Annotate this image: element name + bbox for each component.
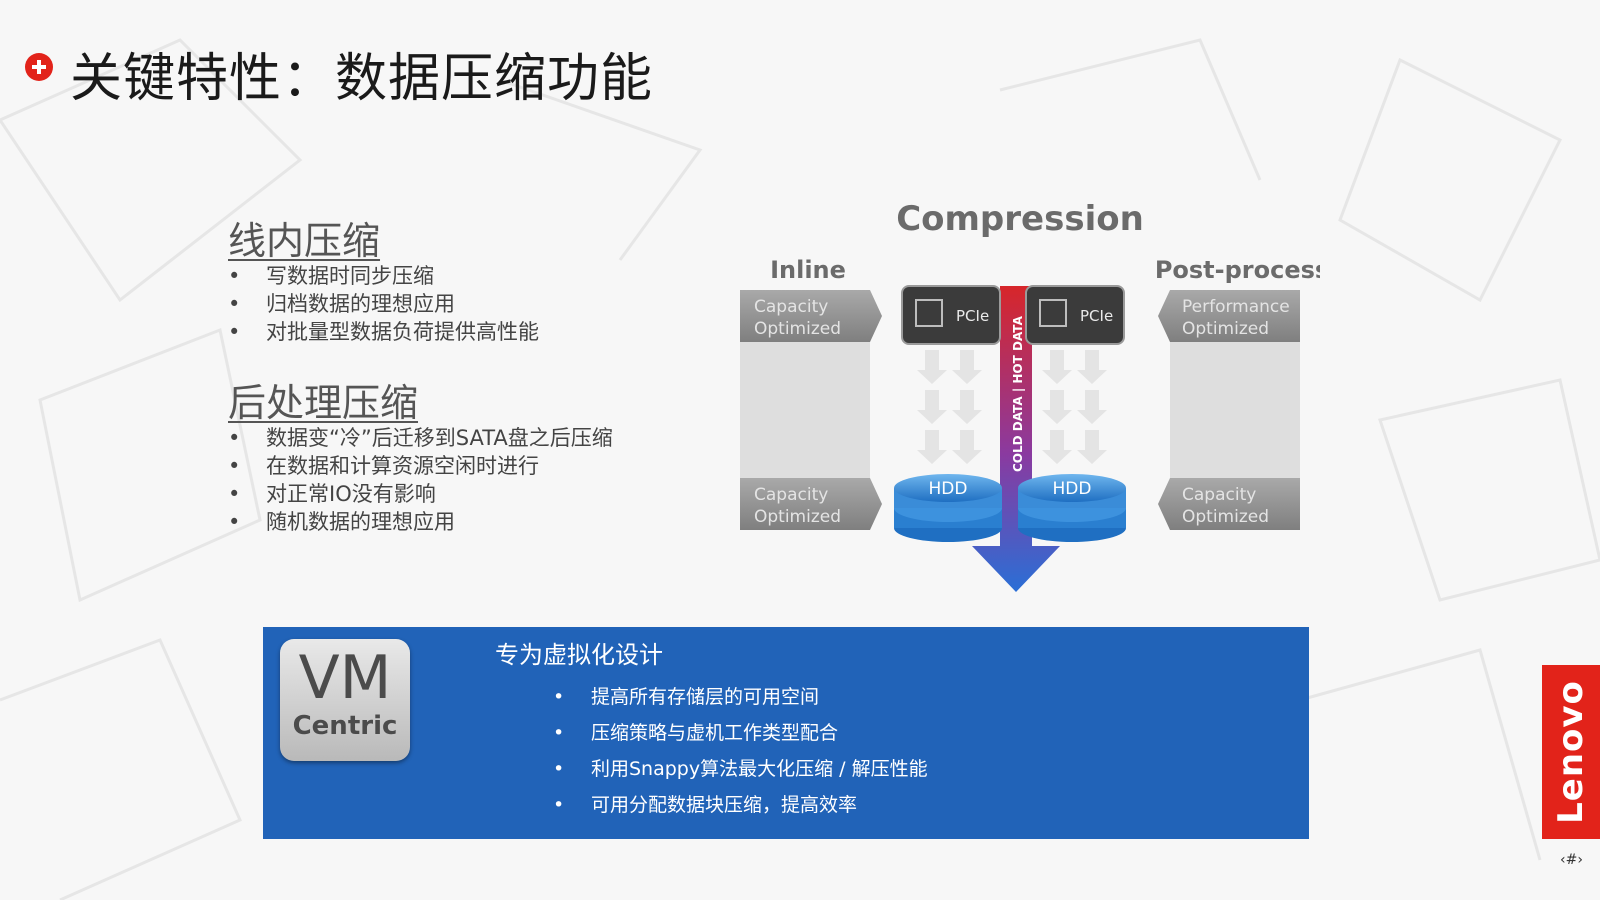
list-item: 随机数据的理想应用: [228, 508, 613, 536]
diagram-title: Compression: [896, 199, 1144, 239]
list-item: 数据变“冷”后迁移到SATA盘之后压缩: [228, 424, 613, 452]
vm-bullet-list: 提高所有存储层的可用空间 压缩策略与虚机工作类型配合 利用Snappy算法最大化…: [553, 679, 928, 823]
vm-centric-panel: VM Centric 专为虚拟化设计 提高所有存储层的可用空间 压缩策略与虚机工…: [263, 627, 1309, 839]
list-item: 对正常IO没有影响: [228, 480, 613, 508]
pcie-chip-right-label: PCIe: [1080, 307, 1113, 325]
list-item: 归档数据的理想应用: [228, 290, 539, 318]
list-item: 压缩策略与虚机工作类型配合: [553, 715, 928, 751]
compression-diagram: Compression Inline Post-process Capacity…: [740, 199, 1320, 592]
list-item: 提高所有存储层的可用空间: [553, 679, 928, 715]
list-item: 写数据时同步压缩: [228, 262, 539, 290]
post-process-label: Post-process: [1155, 256, 1320, 284]
hot-cold-arrow: [972, 286, 1060, 592]
vm-badge-title: VM: [298, 643, 392, 713]
post-process-heading: 后处理压缩: [228, 381, 419, 425]
inline-bottom-box-line1: Capacity: [754, 485, 828, 505]
vm-badge-subtitle: Centric: [292, 711, 398, 741]
inline-top-box-line2: Optimized: [754, 319, 841, 339]
list-item: 利用Snappy算法最大化压缩 / 解压性能: [553, 751, 928, 787]
post-top-box-line1: Performance: [1182, 297, 1290, 317]
list-item: 在数据和计算资源空闲时进行: [228, 452, 613, 480]
post-bottom-box-line1: Capacity: [1182, 485, 1256, 505]
hdd-stack-right: [1018, 474, 1126, 542]
post-process-bullet-list: 数据变“冷”后迁移到SATA盘之后压缩 在数据和计算资源空闲时进行 对正常IO没…: [228, 424, 613, 536]
brand-name: Lenovo: [1551, 680, 1591, 824]
lenovo-logo: Lenovo: [1542, 665, 1600, 839]
axis-label: COLD DATA | HOT DATA: [1011, 315, 1025, 472]
hdd-stack-left: [894, 474, 1002, 542]
inline-label: Inline: [770, 256, 846, 284]
inline-bottom-box: [740, 478, 882, 530]
hdd-left-label: HDD: [929, 479, 968, 499]
vm-panel-title: 专为虚拟化设计: [495, 641, 663, 669]
post-top-box-line2: Optimized: [1182, 319, 1269, 339]
list-item: 对批量型数据负荷提供高性能: [228, 318, 539, 346]
post-bottom-box: [1158, 478, 1300, 530]
inline-heading: 线内压缩: [228, 219, 381, 263]
flow-arrows: [917, 350, 1107, 464]
page-number: ‹#›: [1560, 852, 1583, 868]
inline-top-box: [740, 290, 882, 342]
inline-bullet-list: 写数据时同步压缩 归档数据的理想应用 对批量型数据负荷提供高性能: [228, 262, 539, 346]
inline-top-box-line1: Capacity: [754, 297, 828, 317]
page-title: 关键特性：数据压缩功能: [70, 49, 654, 109]
title-bullet-icon: [25, 53, 53, 81]
chip-icon: [1039, 299, 1067, 327]
inline-bottom-box-line2: Optimized: [754, 507, 841, 527]
list-item: 可用分配数据块压缩，提高效率: [553, 787, 928, 823]
chip-icon: [915, 299, 943, 327]
vm-centric-badge: VM Centric: [280, 639, 410, 761]
post-bottom-box-line2: Optimized: [1182, 507, 1269, 527]
pcie-chip-left-label: PCIe: [956, 307, 989, 325]
hdd-right-label: HDD: [1053, 479, 1092, 499]
post-top-box: [1158, 290, 1300, 342]
